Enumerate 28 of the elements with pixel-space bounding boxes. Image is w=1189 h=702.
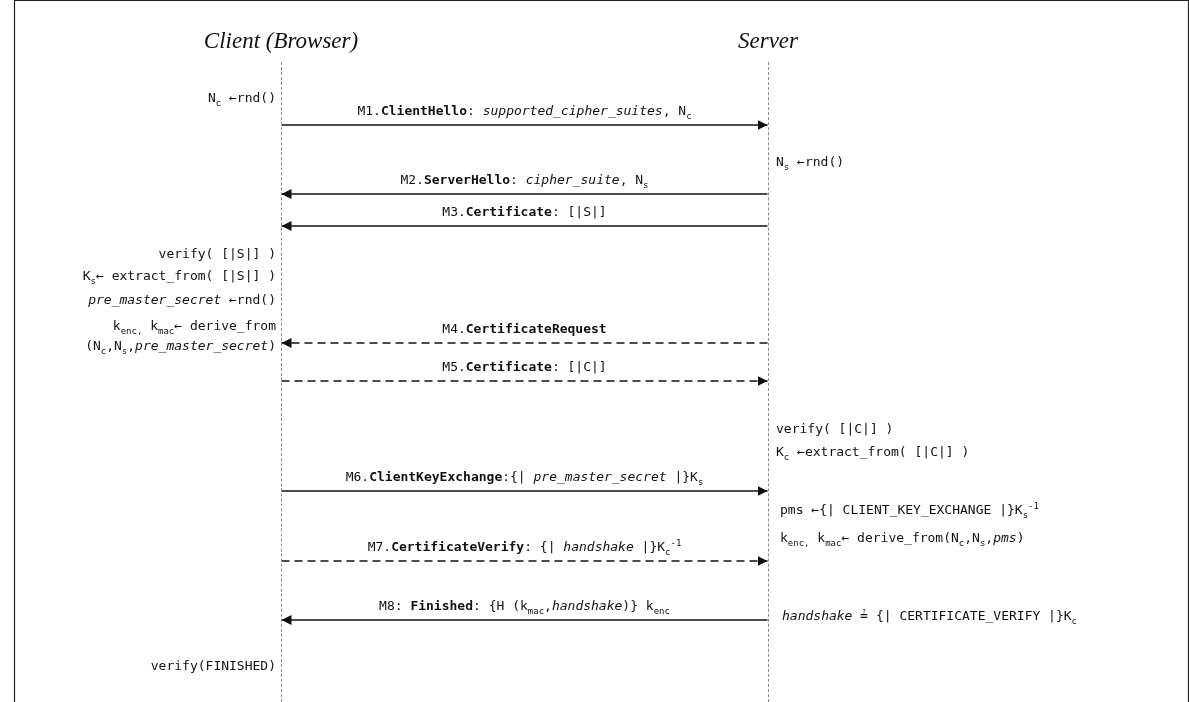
message-arrow xyxy=(280,221,769,231)
step-text: k$_{enc,}$ k$_{mac}$← derive_from(N$_{c}$,N$_{s}$,pms) xyxy=(780,529,1025,548)
step-text: verify( [|C|] ) xyxy=(776,420,894,438)
message-label: M6.ClientKeyExchange:{| pre_master_secret |}K$_{s}$ xyxy=(343,469,706,484)
lifeline xyxy=(767,62,769,702)
step-text: verify( [|S|] ) xyxy=(158,245,276,263)
step-text: N$_{s}$ ←rnd() xyxy=(776,153,845,172)
lifeline xyxy=(280,62,282,702)
participant-name: Server xyxy=(738,27,798,55)
step-text: pre_master_secret ←rnd() xyxy=(88,291,276,309)
step-text: K$_{s}$← extract_from( [|S|] ) xyxy=(82,267,276,286)
step-text: K$_{c}$ ←extract_from( [|C|] ) xyxy=(776,443,970,462)
message-label: M8: Finished: {H (k$_{mac}$,handshake)} k$_{enc}$ xyxy=(377,598,672,613)
message-arrow xyxy=(280,189,769,199)
message-arrow xyxy=(280,615,769,625)
participant-name: Client (Browser) xyxy=(203,27,359,55)
message-label: M4.CertificateRequest xyxy=(440,321,609,336)
message-arrow xyxy=(280,338,769,348)
step-text: verify(FINISHED) xyxy=(150,657,276,675)
message-label: M2.ServerHello: cipher_suite, N$_{s}$ xyxy=(398,172,651,187)
message-arrow xyxy=(280,376,769,386)
step-text: k$_{enc,}$ k$_{mac}$← derive_from (N$_{c}$,N$_{s}$,pre_master_secret) xyxy=(84,317,276,355)
message-arrow xyxy=(280,556,769,566)
message-arrow xyxy=(280,120,769,130)
step-text: N$_{c}$ ←rnd() xyxy=(207,89,276,108)
message-arrow xyxy=(280,486,769,496)
message-label: M1.ClientHello: supported_cipher_suites, N$_{c}$ xyxy=(355,103,694,118)
step-text: handshake ≟ {| CERTIFICATE_VERIFY |}K$_{c}$ xyxy=(782,607,1078,626)
